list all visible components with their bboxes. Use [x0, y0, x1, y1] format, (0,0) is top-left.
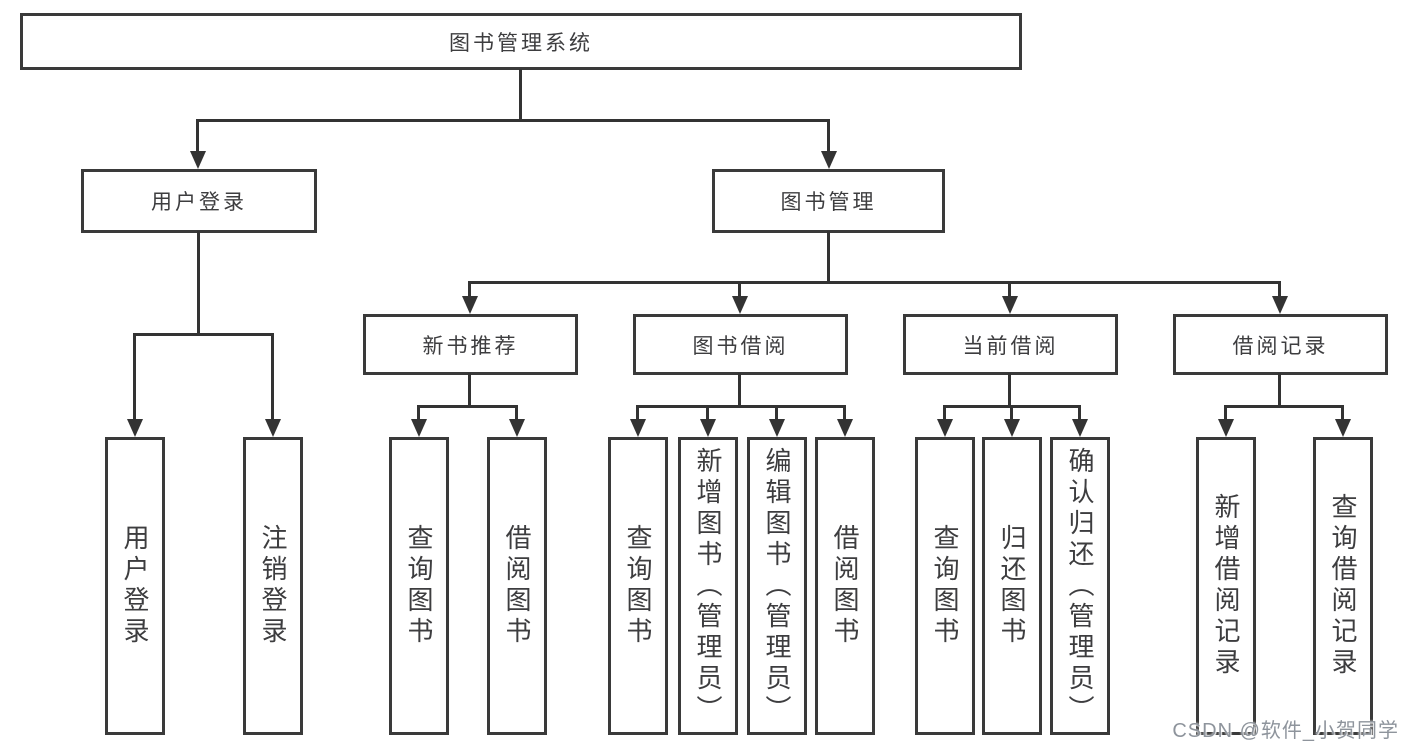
connector-drop-leaf [843, 406, 846, 422]
connector-current-borrow-stem [1008, 373, 1011, 408]
connector-root-stem [519, 69, 522, 122]
connector-user-login-stem [197, 231, 200, 336]
leaf-borrow-books-recommend: 借阅图书 [487, 437, 547, 735]
connector-drop-book-borrow [738, 282, 741, 299]
connector-book-borrow-bar [636, 405, 846, 408]
node-book-management: 图书管理 [712, 169, 945, 233]
arrow-to-leaf [1072, 419, 1088, 437]
arrow-to-leaf-logout [265, 419, 281, 437]
connector-book-management-stem [827, 231, 830, 284]
connector-drop-borrow-records [1278, 282, 1281, 299]
connector-drop-leaf-login [133, 334, 136, 421]
leaf-add-borrow-record: 新增借阅记录 [1196, 437, 1256, 735]
arrow-to-leaf [700, 419, 716, 437]
connector-drop-user-login [196, 120, 199, 153]
leaf-user-login: 用户登录 [105, 437, 165, 735]
node-user-login: 用户登录 [81, 169, 317, 233]
arrow-to-borrow-records [1272, 296, 1288, 314]
arrow-to-leaf [769, 419, 785, 437]
leaf-edit-book-admin: 编辑图书（管理员） [747, 437, 807, 735]
node-current-borrow: 当前借阅 [903, 314, 1118, 375]
connector-drop-leaf [1010, 406, 1013, 422]
connector-drop-leaf-logout [271, 334, 274, 421]
connector-drop-leaf [1078, 406, 1081, 422]
arrow-to-leaf [1004, 419, 1020, 437]
arrow-to-book-management [821, 151, 837, 169]
leaf-return-books: 归还图书 [982, 437, 1042, 735]
connector-drop-leaf [1224, 406, 1227, 422]
leaf-query-borrow-record: 查询借阅记录 [1313, 437, 1373, 735]
leaf-logout: 注销登录 [243, 437, 303, 735]
arrow-to-leaf [1218, 419, 1234, 437]
connector-drop-leaf [775, 406, 778, 422]
arrow-to-leaf [509, 419, 525, 437]
connector-drop-leaf [515, 406, 518, 422]
connector-level1-bar [196, 119, 830, 122]
connector-new-book-stem [468, 373, 471, 408]
connector-new-book-bar [417, 405, 518, 408]
node-borrow-records: 借阅记录 [1173, 314, 1388, 375]
arrow-to-current-borrow [1002, 296, 1018, 314]
leaf-query-books-recommend: 查询图书 [389, 437, 449, 735]
arrow-to-book-borrow [732, 296, 748, 314]
leaf-query-books-current: 查询图书 [915, 437, 975, 735]
connector-user-login-bar [133, 333, 274, 336]
connector-drop-leaf [1341, 406, 1344, 422]
leaf-borrow-books: 借阅图书 [815, 437, 875, 735]
connector-level2-bar [468, 281, 1281, 284]
leaf-query-books-borrow: 查询图书 [608, 437, 668, 735]
arrow-to-leaf [1335, 419, 1351, 437]
node-library-management-system: 图书管理系统 [20, 13, 1022, 70]
connector-drop-current-borrow [1008, 282, 1011, 299]
connector-drop-book-management [827, 120, 830, 153]
arrow-to-leaf [630, 419, 646, 437]
arrow-to-user-login [190, 151, 206, 169]
node-book-borrow: 图书借阅 [633, 314, 848, 375]
leaf-add-book-admin: 新增图书（管理员） [678, 437, 738, 735]
connector-borrow-records-bar [1224, 405, 1344, 408]
csdn-watermark: CSDN @软件_小贺同学 [1172, 720, 1399, 742]
connector-drop-leaf [636, 406, 639, 422]
connector-drop-leaf [417, 406, 420, 422]
arrow-to-leaf [937, 419, 953, 437]
leaf-confirm-return-admin: 确认归还（管理员） [1050, 437, 1110, 735]
connector-drop-leaf [943, 406, 946, 422]
arrow-to-new-book [462, 296, 478, 314]
arrow-to-leaf-login [127, 419, 143, 437]
arrow-to-leaf [411, 419, 427, 437]
connector-borrow-records-stem [1278, 373, 1281, 408]
node-new-book-recommend: 新书推荐 [363, 314, 578, 375]
connector-drop-leaf [706, 406, 709, 422]
connector-book-borrow-stem [738, 373, 741, 408]
arrow-to-leaf [837, 419, 853, 437]
connector-drop-new-book [468, 282, 471, 299]
